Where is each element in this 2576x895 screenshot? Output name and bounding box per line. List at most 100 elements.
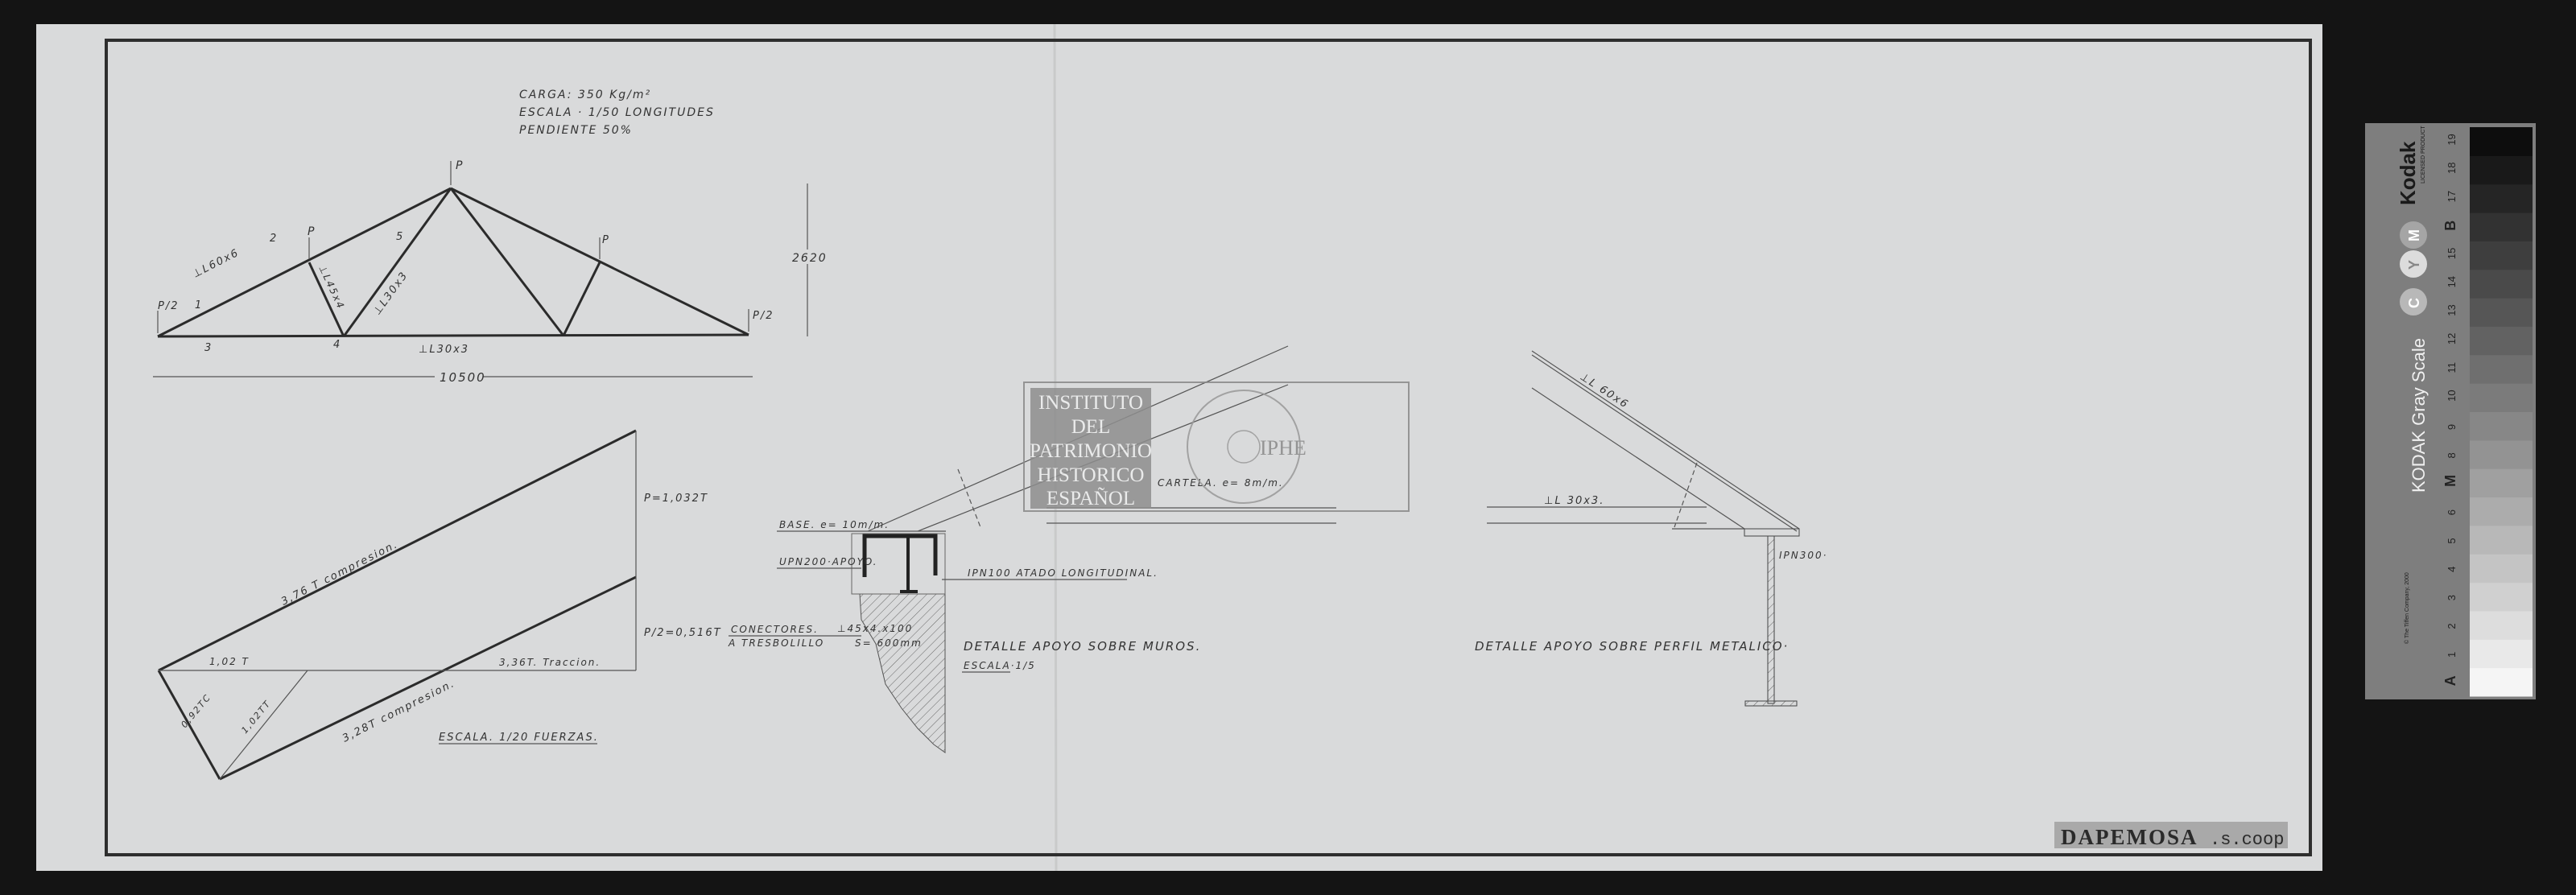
cartela-label: CARTELA. e= 8m/m. xyxy=(1158,477,1284,489)
yellow-dot xyxy=(2400,250,2427,278)
licensed-text: LICENSED PRODUCT xyxy=(2421,126,2426,184)
note-scale: ESCALA · 1/50 LONGITUDES xyxy=(519,106,715,119)
gusset-edge xyxy=(957,468,981,528)
load-label: P xyxy=(602,234,610,246)
watermark-line: DEL xyxy=(1071,416,1111,438)
height-dimension: 2620 xyxy=(792,252,828,265)
watermark-line: ESPAÑOL xyxy=(1046,487,1135,509)
force-label: 3,36T. Traccion. xyxy=(499,657,601,668)
ipn300-column xyxy=(1767,535,1775,704)
gray-patch xyxy=(2470,241,2533,270)
web-member xyxy=(449,188,565,336)
gray-patch xyxy=(2470,383,2533,412)
ipn-label: IPN100 ATADO LONGITUDINAL. xyxy=(968,567,1158,579)
gray-patch xyxy=(2470,411,2533,441)
spacing-label: S= 600mm xyxy=(855,637,923,649)
stamp-suffix: .s.coop xyxy=(2210,830,2284,850)
stamp-name: DAPEMOSA xyxy=(2061,825,2198,849)
gray-patch xyxy=(2470,127,2533,156)
force-scale-note: ESCALA. 1/20 FUERZAS. xyxy=(439,732,599,744)
gray-patch xyxy=(2470,155,2533,185)
upn200-channel xyxy=(862,534,938,577)
step-label: 15 xyxy=(2446,248,2458,259)
watermark-line: INSTITUTO xyxy=(1038,392,1143,414)
step-label: 5 xyxy=(2446,538,2458,543)
gray-patch xyxy=(2470,610,2533,640)
step-label: 14 xyxy=(2446,276,2458,287)
step-label: 3 xyxy=(2446,595,2458,600)
drawing-border xyxy=(105,39,2312,856)
rafter-line xyxy=(1531,350,1800,530)
step-label: 9 xyxy=(2446,424,2458,430)
gray-patch xyxy=(2470,212,2533,241)
wall-section xyxy=(859,593,946,753)
step-label: A xyxy=(2442,675,2458,686)
cyan-label: C xyxy=(2406,298,2422,308)
web-member xyxy=(308,262,345,337)
yellow-label: Y xyxy=(2406,260,2422,270)
watermark-line: HISTORICO xyxy=(1038,464,1145,486)
company-stamp: DAPEMOSA .s.coop xyxy=(2054,822,2288,850)
member-number: 1 xyxy=(195,299,203,311)
step-label: 17 xyxy=(2446,191,2458,202)
copyright-text: © The Tiffen Company, 2000 xyxy=(2404,572,2410,644)
step-label: 13 xyxy=(2446,304,2458,316)
step-label: 2 xyxy=(2446,623,2458,629)
force-top-chord xyxy=(158,429,637,672)
iphe-watermark: INSTITUTO DEL PATRIMONIO HISTORICO ESPAÑ… xyxy=(1023,382,1410,512)
step-label: 8 xyxy=(2446,452,2458,458)
gray-patch xyxy=(2470,468,2533,498)
member-number: 3 xyxy=(204,342,213,354)
load-label: P xyxy=(308,225,316,238)
step-label: 4 xyxy=(2446,567,2458,572)
seal-circle xyxy=(1187,390,1301,504)
gray-patch xyxy=(2470,298,2533,327)
concrete-pad xyxy=(851,533,946,595)
step-label: 12 xyxy=(2446,333,2458,344)
truss-elevation: CARGA: 350 Kg/m² ESCALA · 1/50 LONGITUDE… xyxy=(153,89,828,385)
column-label: IPN300· xyxy=(1779,550,1827,561)
load-label: P/2 xyxy=(753,310,774,322)
magenta-label: M xyxy=(2406,229,2422,241)
gusset-edge xyxy=(1674,462,1698,528)
gray-patch xyxy=(2470,525,2533,555)
detail-title: DETALLE APOYO SOBRE PERFIL METALICO· xyxy=(1475,639,1789,654)
member-label: ⊥L30x3 xyxy=(419,344,469,356)
web-member xyxy=(342,188,452,337)
load-label: P/2 xyxy=(158,300,180,312)
force-diagonal xyxy=(157,670,221,780)
force-label: 1,02 T xyxy=(209,656,250,667)
step-label: 10 xyxy=(2446,390,2458,401)
step-label: 1 xyxy=(2446,652,2458,658)
gray-patch xyxy=(2470,439,2533,469)
upn-label: UPN200·APOYO. xyxy=(779,556,878,567)
top-chord-left xyxy=(157,187,452,338)
gray-patch xyxy=(2470,269,2533,299)
member-number: 2 xyxy=(270,233,278,245)
web-member xyxy=(562,262,601,336)
ipn100-beam xyxy=(900,538,918,593)
note-slope: PENDIENTE 50% xyxy=(519,124,633,137)
angle-label: ⊥45x4.x100 xyxy=(837,623,913,634)
load-value: P/2=0,516T xyxy=(644,627,722,639)
gray-patch xyxy=(2470,554,2533,584)
paper-sheet xyxy=(36,24,2322,871)
force-inner-diagonal xyxy=(219,670,308,780)
bottom-chord xyxy=(157,333,749,338)
load-label: P xyxy=(456,159,464,172)
step-label: 11 xyxy=(2446,362,2458,373)
seal-text: IPHE xyxy=(1260,436,1307,460)
gray-patch xyxy=(2470,184,2533,213)
base-label: BASE. e= 10m/m. xyxy=(779,519,890,530)
gray-patch xyxy=(2470,582,2533,612)
detail-title: DETALLE APOYO SOBRE MUROS. xyxy=(964,639,1201,654)
note-load: CARGA: 350 Kg/m² xyxy=(519,89,651,101)
gray-patches xyxy=(2470,127,2533,697)
detail-scale: ESCALA·1/5 xyxy=(964,660,1036,671)
connectors-label: A TRESBOLILLO xyxy=(728,637,824,649)
rafter-line xyxy=(1531,354,1798,532)
step-label: M xyxy=(2442,475,2458,487)
